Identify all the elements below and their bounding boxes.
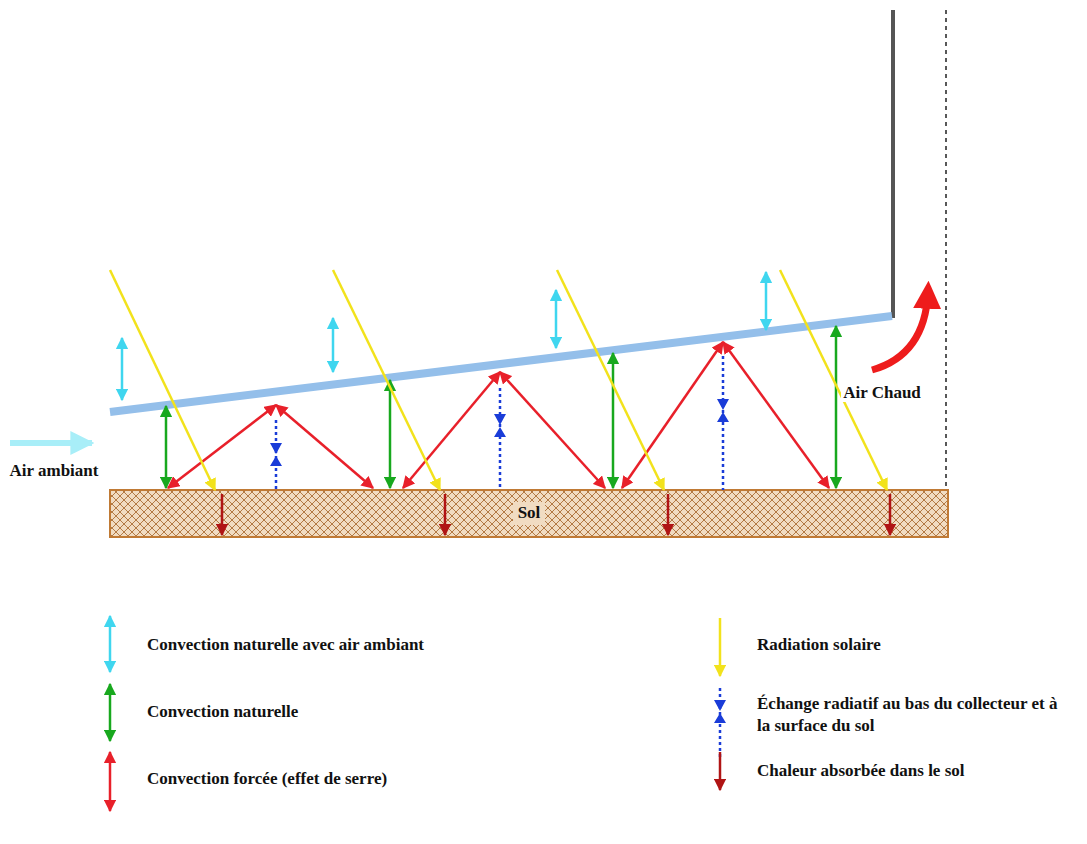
outlet-arrow xyxy=(872,292,928,370)
solar-radiation-arrow xyxy=(780,270,887,490)
forced-convection-arrow xyxy=(500,372,605,488)
forced-convection-arrow xyxy=(403,372,500,488)
absorbed-heat-arrows xyxy=(222,494,890,535)
radiative-exchange-arrows xyxy=(270,356,729,490)
solar-radiation-arrows xyxy=(110,270,887,490)
legend-text: Convection forcée (effet de serre) xyxy=(147,768,607,790)
legend-text: Échange radiatif au bas du collecteur et… xyxy=(757,693,1067,737)
label-text: Air ambiant xyxy=(8,461,101,480)
forced-convection-arrow xyxy=(276,405,373,488)
legend-sample xyxy=(109,752,112,811)
legend-text: Convection naturelle xyxy=(147,701,607,723)
ground-band xyxy=(110,490,948,537)
legend-text: Chaleur absorbée dans le sol xyxy=(757,760,1067,782)
ambient-convection-arrow xyxy=(765,272,768,330)
ground-label: Sol xyxy=(513,502,546,524)
chimney-wall xyxy=(891,10,895,318)
forced-convection-arrow xyxy=(622,342,723,488)
absorbed-heat-arrow xyxy=(444,494,447,535)
legend-sample xyxy=(719,618,722,676)
forced-convection-arrows xyxy=(168,342,829,488)
label-text: Air Chaud xyxy=(841,383,923,402)
natural-convection-arrow xyxy=(389,380,392,488)
solar-radiation-arrow xyxy=(110,270,215,490)
chimney-outline xyxy=(945,10,947,490)
natural-convection-arrow xyxy=(165,406,168,488)
radiative-exchange-heads xyxy=(717,399,729,422)
absorbed-heat-arrow xyxy=(667,494,670,535)
ground-band: Sol xyxy=(110,490,948,537)
ambient-convection-arrow xyxy=(555,290,558,348)
legend-sample xyxy=(109,684,112,741)
radiative-exchange-heads xyxy=(494,414,506,437)
legend-sample xyxy=(109,616,112,672)
legend-text: Radiation solaire xyxy=(757,634,1067,656)
ambient-convection-arrows xyxy=(122,272,766,400)
ambient-convection-arrow xyxy=(332,318,335,372)
forced-convection-arrow xyxy=(723,342,829,488)
solar-radiation-arrow xyxy=(557,270,664,490)
absorbed-heat-arrow xyxy=(221,494,224,535)
legend-sample xyxy=(714,700,726,723)
collector-glass xyxy=(110,316,892,412)
natural-convection-arrow xyxy=(835,326,838,488)
ambient-convection-arrow xyxy=(121,338,124,400)
legend-sample xyxy=(719,752,722,790)
outlet-label: Air Chaud xyxy=(820,382,944,403)
radiative-exchange-line xyxy=(499,388,502,490)
radiative-exchange-line xyxy=(275,420,278,490)
legend-samples xyxy=(110,616,726,811)
legend-text: Convection naturelle avec air ambiant xyxy=(147,634,607,656)
natural-convection-arrow xyxy=(612,353,615,488)
absorbed-heat-arrow xyxy=(889,494,892,535)
radiative-exchange-heads xyxy=(270,443,282,466)
solar-radiation-arrow xyxy=(333,270,440,490)
radiative-exchange-line xyxy=(722,356,725,490)
inlet-label: Air ambiant xyxy=(4,460,104,481)
forced-convection-arrow xyxy=(168,405,276,488)
inlet-arrow xyxy=(10,440,92,446)
